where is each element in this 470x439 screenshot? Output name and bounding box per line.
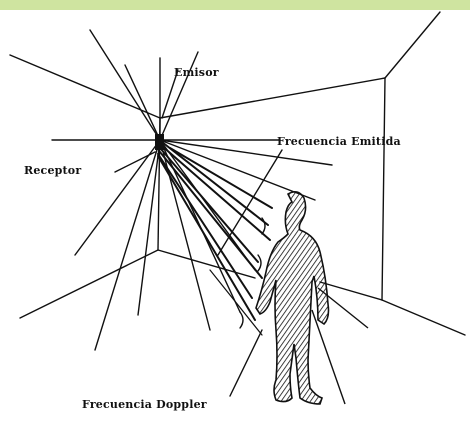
wave-arc-2 [258, 255, 261, 271]
room-floor-left [20, 250, 158, 318]
doppler-room-diagram [0, 10, 470, 439]
label-emisor: Emisor [174, 66, 219, 79]
room-floor-right-2 [382, 300, 465, 335]
transducer [155, 134, 164, 150]
label-frecuencia-emitida: Frecuencia Emitida [277, 135, 401, 148]
label-receptor: Receptor [24, 164, 81, 177]
label-frecuencia-doppler: Frecuencia Doppler [82, 398, 207, 411]
beam-bundle [158, 142, 272, 335]
room-floor-right-1 [158, 250, 255, 278]
room-ceiling-left [10, 55, 160, 118]
top-color-band [0, 0, 470, 10]
receptor-leader [115, 152, 155, 172]
room-ceiling-right [160, 78, 385, 118]
room-ceiling-right-up [385, 12, 440, 78]
room-right-wall-vertical [382, 78, 385, 300]
frecuencia-doppler-leader [230, 330, 262, 396]
wave-arc-3 [240, 312, 243, 328]
